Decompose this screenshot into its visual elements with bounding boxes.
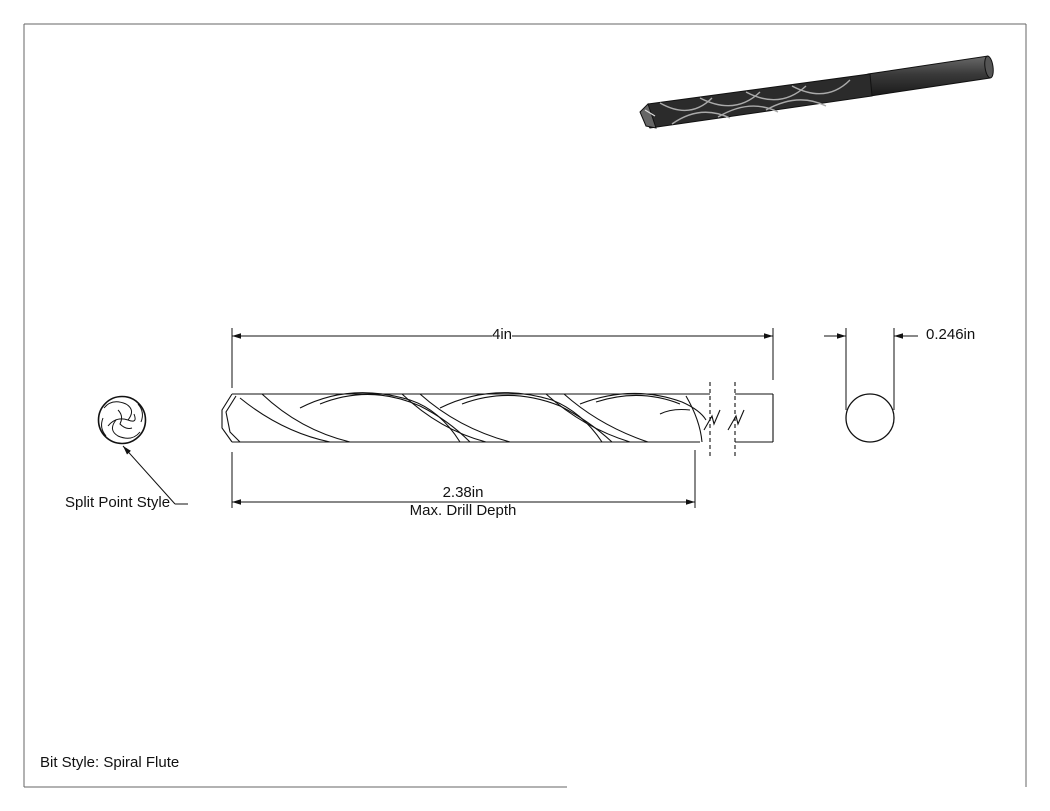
drawing-border <box>23 23 1027 788</box>
split-point-end-view <box>97 395 147 445</box>
overall-length-label: 4in <box>491 326 513 343</box>
drill-depth-caption-label: Max. Drill Depth <box>409 502 517 519</box>
diameter-end-view <box>824 328 918 443</box>
diameter-label: 0.246in <box>926 326 976 343</box>
drill-depth-value-label: 2.38in <box>442 484 484 501</box>
drill-isometric-view <box>639 55 994 129</box>
drill-side-view <box>221 382 774 456</box>
point-style-leader-arrow <box>122 445 176 505</box>
bit-style-label: Bit Style: Spiral Flute <box>40 754 180 771</box>
drill-depth-dimension <box>231 450 696 508</box>
point-style-callout: Split Point Style <box>65 494 171 511</box>
